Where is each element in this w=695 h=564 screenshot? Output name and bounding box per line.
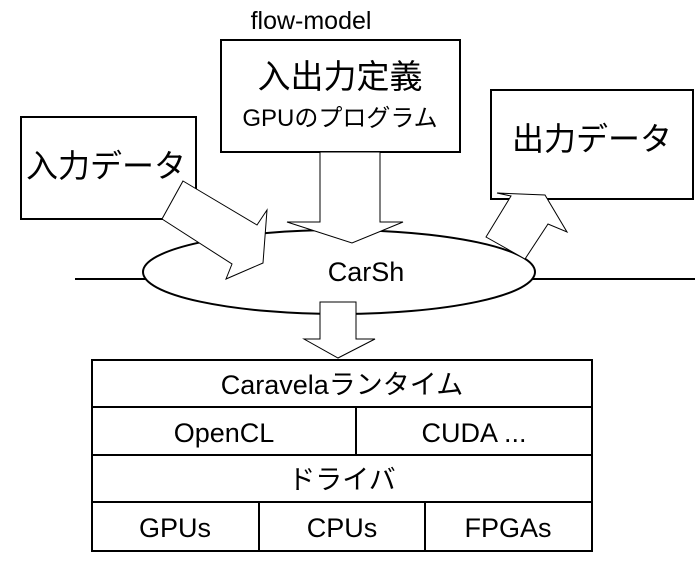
definition-box — [220, 39, 461, 153]
carsh-to-runtime-arrow — [302, 301, 376, 359]
definition-box-subtitle: GPUのプログラム — [242, 105, 437, 132]
input-data-label: 入力データ — [26, 148, 186, 184]
definition-box-title: 入出力定義 — [258, 58, 423, 95]
device-gpus-label: GPUs — [139, 513, 211, 543]
runtime-label: Caravelaランタイム — [221, 370, 464, 400]
input-data-box — [20, 116, 197, 220]
api-opencl-label: OpenCL — [174, 418, 275, 448]
carsh-to-output-arrow — [485, 192, 569, 260]
runtime-stack: Caravelaランタイム OpenCL CUDA ... ドライバ GPUs … — [91, 359, 593, 552]
driver-label: ドライバ — [288, 465, 395, 495]
carsh-label: CarSh — [328, 257, 405, 287]
output-data-label: 出力データ — [512, 121, 672, 157]
flow-model-label: flow-model — [251, 7, 372, 35]
device-fpgas-label: FPGAs — [464, 513, 551, 543]
api-cuda-label: CUDA ... — [421, 418, 526, 448]
device-cpus-label: CPUs — [307, 513, 378, 543]
input-to-carsh-arrow — [161, 180, 268, 280]
output-data-box — [490, 89, 694, 200]
definition-to-carsh-arrow — [286, 151, 404, 244]
